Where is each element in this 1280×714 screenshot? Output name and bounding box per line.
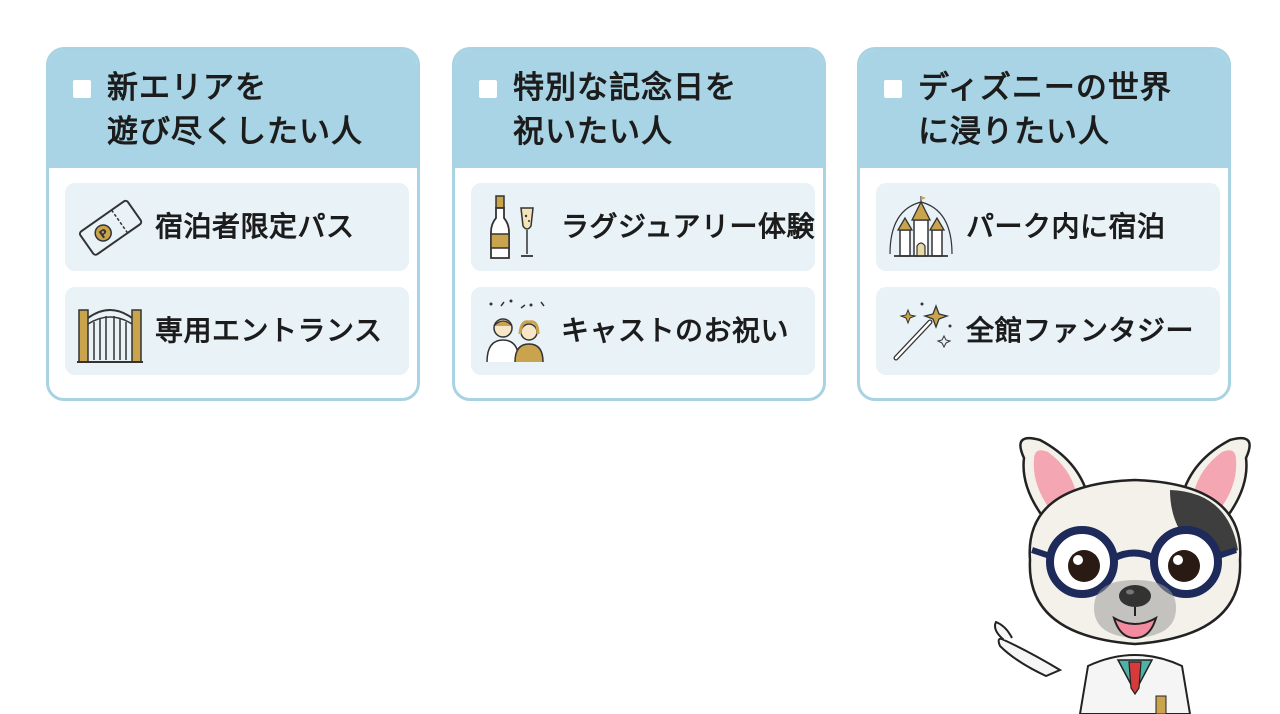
- list-item: ラグジュアリー体験: [471, 183, 815, 271]
- card-title-line2: に浸りたい人: [918, 114, 1110, 150]
- castle-icon: [886, 192, 956, 262]
- list-item: キャストのお祝い: [471, 287, 815, 375]
- item-label: パーク内に宿泊: [966, 210, 1166, 243]
- checkbox-icon[interactable]: [73, 80, 91, 98]
- card-title-line1: 新エリアを: [107, 70, 267, 106]
- card-disney-world: ディズニーの世界 に浸りたい人 パーク内に宿泊: [857, 47, 1231, 401]
- french-bulldog-doctor-icon: [990, 430, 1280, 714]
- card-title-line2: 遊び尽くしたい人: [107, 114, 363, 150]
- magic-wand-icon: [886, 296, 956, 366]
- card-header: 新エリアを 遊び尽くしたい人: [49, 50, 417, 168]
- card-title-line2: 祝いたい人: [513, 114, 673, 150]
- checkbox-icon[interactable]: [884, 80, 902, 98]
- card-header: 特別な記念日を 祝いたい人: [455, 50, 823, 168]
- list-item: P 宿泊者限定パス: [65, 183, 409, 271]
- parking-ticket-icon: P: [75, 192, 145, 262]
- card-title-line1: ディズニーの世界: [918, 70, 1172, 106]
- item-label: キャストのお祝い: [561, 314, 790, 347]
- list-item: 全館ファンタジー: [876, 287, 1220, 375]
- card-anniversary: 特別な記念日を 祝いたい人 ラグジュアリー体験: [452, 47, 826, 401]
- checkbox-icon[interactable]: [479, 80, 497, 98]
- list-item: 専用エントランス: [65, 287, 409, 375]
- item-label: 宿泊者限定パス: [155, 210, 355, 243]
- list-item: パーク内に宿泊: [876, 183, 1220, 271]
- item-label: ラグジュアリー体験: [561, 210, 815, 243]
- item-label: 全館ファンタジー: [966, 314, 1195, 347]
- celebrating-people-icon: [481, 296, 551, 366]
- card-new-area: 新エリアを 遊び尽くしたい人 P 宿泊者限定パス: [46, 47, 420, 401]
- champagne-icon: [481, 192, 551, 262]
- card-title-line1: 特別な記念日を: [513, 70, 737, 106]
- item-label: 専用エントランス: [155, 314, 383, 347]
- gate-icon: [75, 296, 145, 366]
- card-header: ディズニーの世界 に浸りたい人: [860, 50, 1228, 168]
